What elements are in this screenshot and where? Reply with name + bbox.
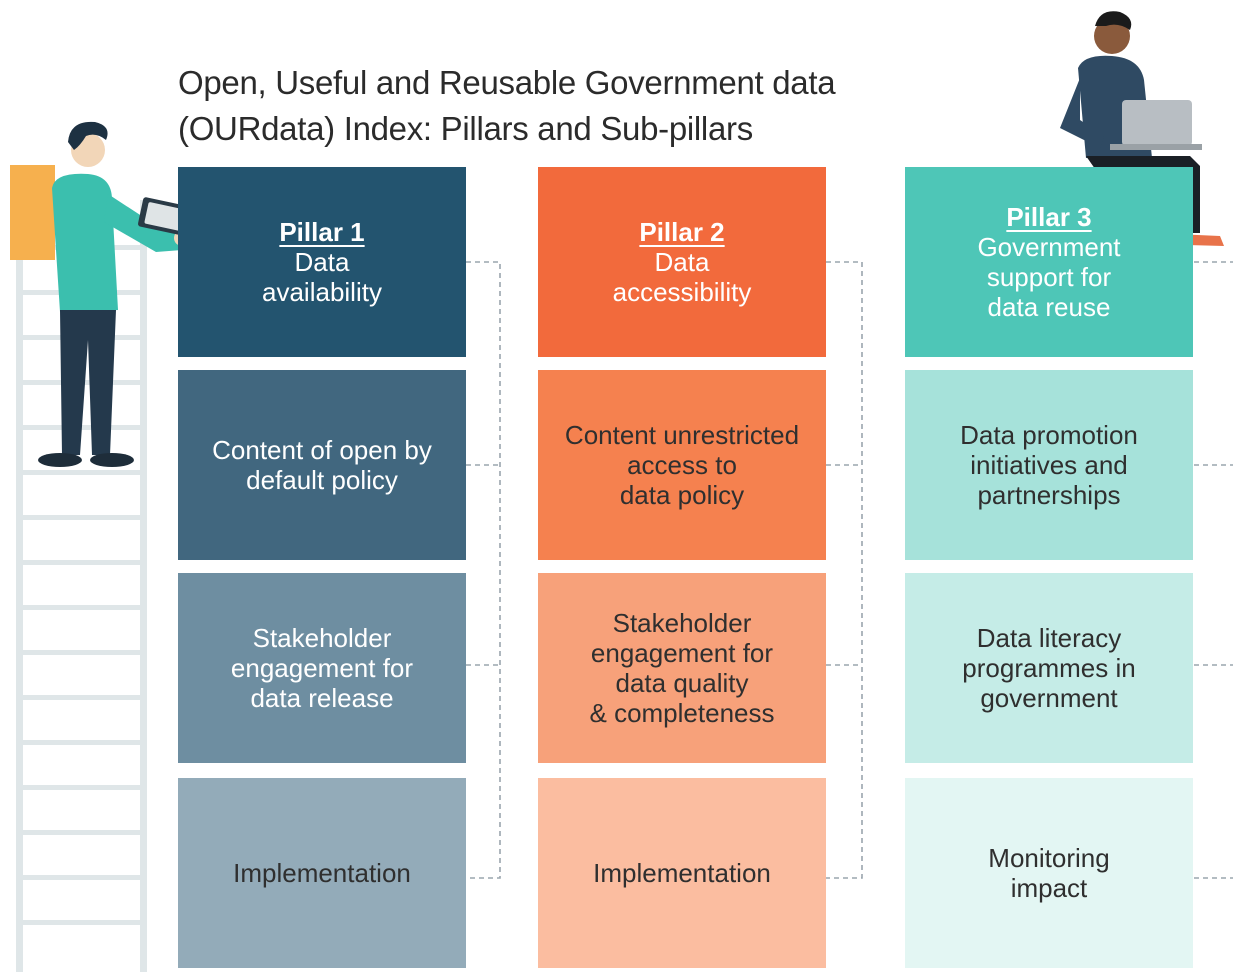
subpillar-text-line: engagement for	[230, 653, 414, 683]
pillar-3-number: Pillar 3	[1006, 202, 1092, 232]
subpillar-text-line: engagement for	[590, 638, 774, 668]
pillar-2-subpillar-2: Stakeholder engagement for data quality …	[538, 573, 826, 763]
pillar-3-name-line-2: support for	[986, 262, 1112, 292]
subpillar-text-line: Content of open by	[212, 435, 432, 465]
subpillar-text-line: Stakeholder	[252, 623, 392, 653]
subpillar-text-line: data policy	[619, 480, 745, 510]
pillar-2-name-line-2: accessibility	[612, 277, 752, 307]
subpillar-text-line: access to	[627, 450, 737, 480]
pillar-2-header: Pillar 2 Data accessibility	[538, 167, 826, 357]
pillar-1-header: Pillar 1 Data availability	[178, 167, 466, 357]
subpillar-text-line: impact	[1010, 873, 1088, 903]
subpillar-text-line: data release	[250, 683, 394, 713]
title-line-2: (OURdata) Index: Pillars and Sub-pillars	[178, 110, 753, 147]
pillar-1-name-line-2: availability	[262, 277, 382, 307]
subpillar-text-line: & completeness	[589, 698, 775, 728]
subpillar-text-line: Content unrestricted	[564, 420, 800, 450]
subpillar-text-line: Implementation	[593, 858, 771, 888]
subpillar-text-line: initiatives and	[970, 450, 1128, 480]
pillar-1-subpillar-1: Content of open by default policy	[178, 370, 466, 560]
subpillar-text-line: programmes in	[962, 653, 1136, 683]
pillar-3-subpillar-1: Data promotion initiatives and partnersh…	[905, 370, 1193, 560]
pillar-3-subpillar-3: Monitoring impact	[905, 778, 1193, 968]
title-line-1: Open, Useful and Reusable Government dat…	[178, 64, 836, 101]
pillar-2-name-line-1: Data	[654, 247, 710, 277]
subpillar-text-line: partnerships	[977, 480, 1121, 510]
pillar-3-name-line-3: data reuse	[987, 292, 1111, 322]
pillar-1-number: Pillar 1	[279, 217, 365, 247]
pillar-1-name-line-1: Data	[294, 247, 350, 277]
subpillar-text-line: Monitoring	[988, 843, 1110, 873]
pillar-1-subpillar-3: Implementation	[178, 778, 466, 968]
pillar-3-header: Pillar 3 Government support for data reu…	[905, 167, 1193, 357]
pillar-2-subpillar-3: Implementation	[538, 778, 826, 968]
subpillar-text-line: data quality	[615, 668, 749, 698]
pillar-1-subpillar-2: Stakeholder engagement for data release	[178, 573, 466, 763]
subpillar-text-line: Implementation	[233, 858, 411, 888]
subpillar-text-line: Stakeholder	[612, 608, 752, 638]
pillar-2-number: Pillar 2	[639, 217, 725, 247]
subpillar-text-line: government	[980, 683, 1118, 713]
pillar-2-subpillar-1: Content unrestricted access to data poli…	[538, 370, 826, 560]
subpillar-text-line: Data literacy	[976, 623, 1122, 653]
pillar-3-subpillar-2: Data literacy programmes in government	[905, 573, 1193, 763]
subpillar-text-line: default policy	[246, 465, 398, 495]
diagram-title: Open, Useful and Reusable Government dat…	[178, 60, 898, 152]
pillar-3-name-line-1: Government	[977, 232, 1121, 262]
subpillar-text-line: Data promotion	[960, 420, 1138, 450]
